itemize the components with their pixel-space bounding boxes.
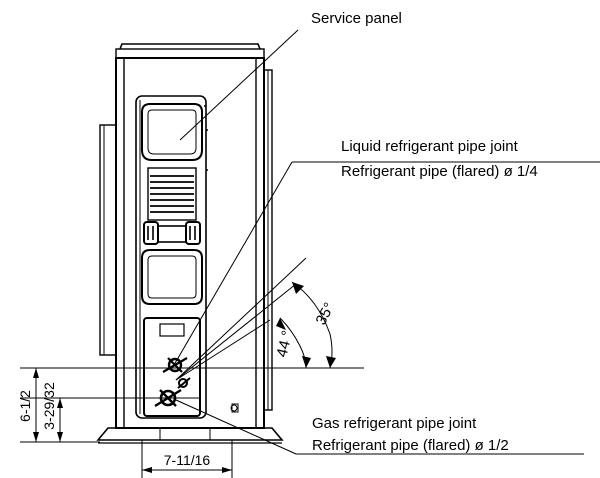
dimension-lines: [33, 368, 233, 478]
angle-arrow-outer-bottom: [326, 356, 336, 368]
dimension-width-bottom: 7-11/16: [164, 452, 211, 468]
vent-grille: [147, 167, 197, 221]
angle-construction: [20, 257, 364, 443]
unit-body: [96, 43, 284, 444]
leader-lines: [173, 29, 600, 455]
valve-box: [143, 317, 201, 417]
handle-left: [143, 221, 159, 245]
angle-arrow-inner-bottom: [302, 356, 311, 368]
handle-right: [185, 221, 201, 245]
angle-arrow-outer-top: [292, 282, 304, 294]
dimension-height-outer: 6-1/2: [17, 390, 33, 422]
gas-joint-label: Gas refrigerant pipe joint: [312, 415, 477, 432]
service-panel-upper: [141, 103, 203, 161]
angle-outer-label: 35°: [313, 300, 339, 328]
liquid-joint-label: Liquid refrigerant pipe joint: [341, 138, 519, 155]
gas-pipe-label: Refrigerant pipe (flared) ø 1/2: [312, 437, 509, 454]
liquid-valve: [162, 357, 191, 389]
service-panel-lower: [141, 249, 203, 305]
front-panel: [135, 95, 239, 419]
liquid-pipe-label: Refrigerant pipe (flared) ø 1/4: [341, 163, 538, 180]
angle-inner-label: 44 °: [273, 329, 296, 359]
angle-arrow-inner-top: [276, 318, 286, 330]
dimension-height-inner: 3-29/32: [41, 382, 57, 430]
service-panel-label: Service panel: [311, 10, 402, 27]
